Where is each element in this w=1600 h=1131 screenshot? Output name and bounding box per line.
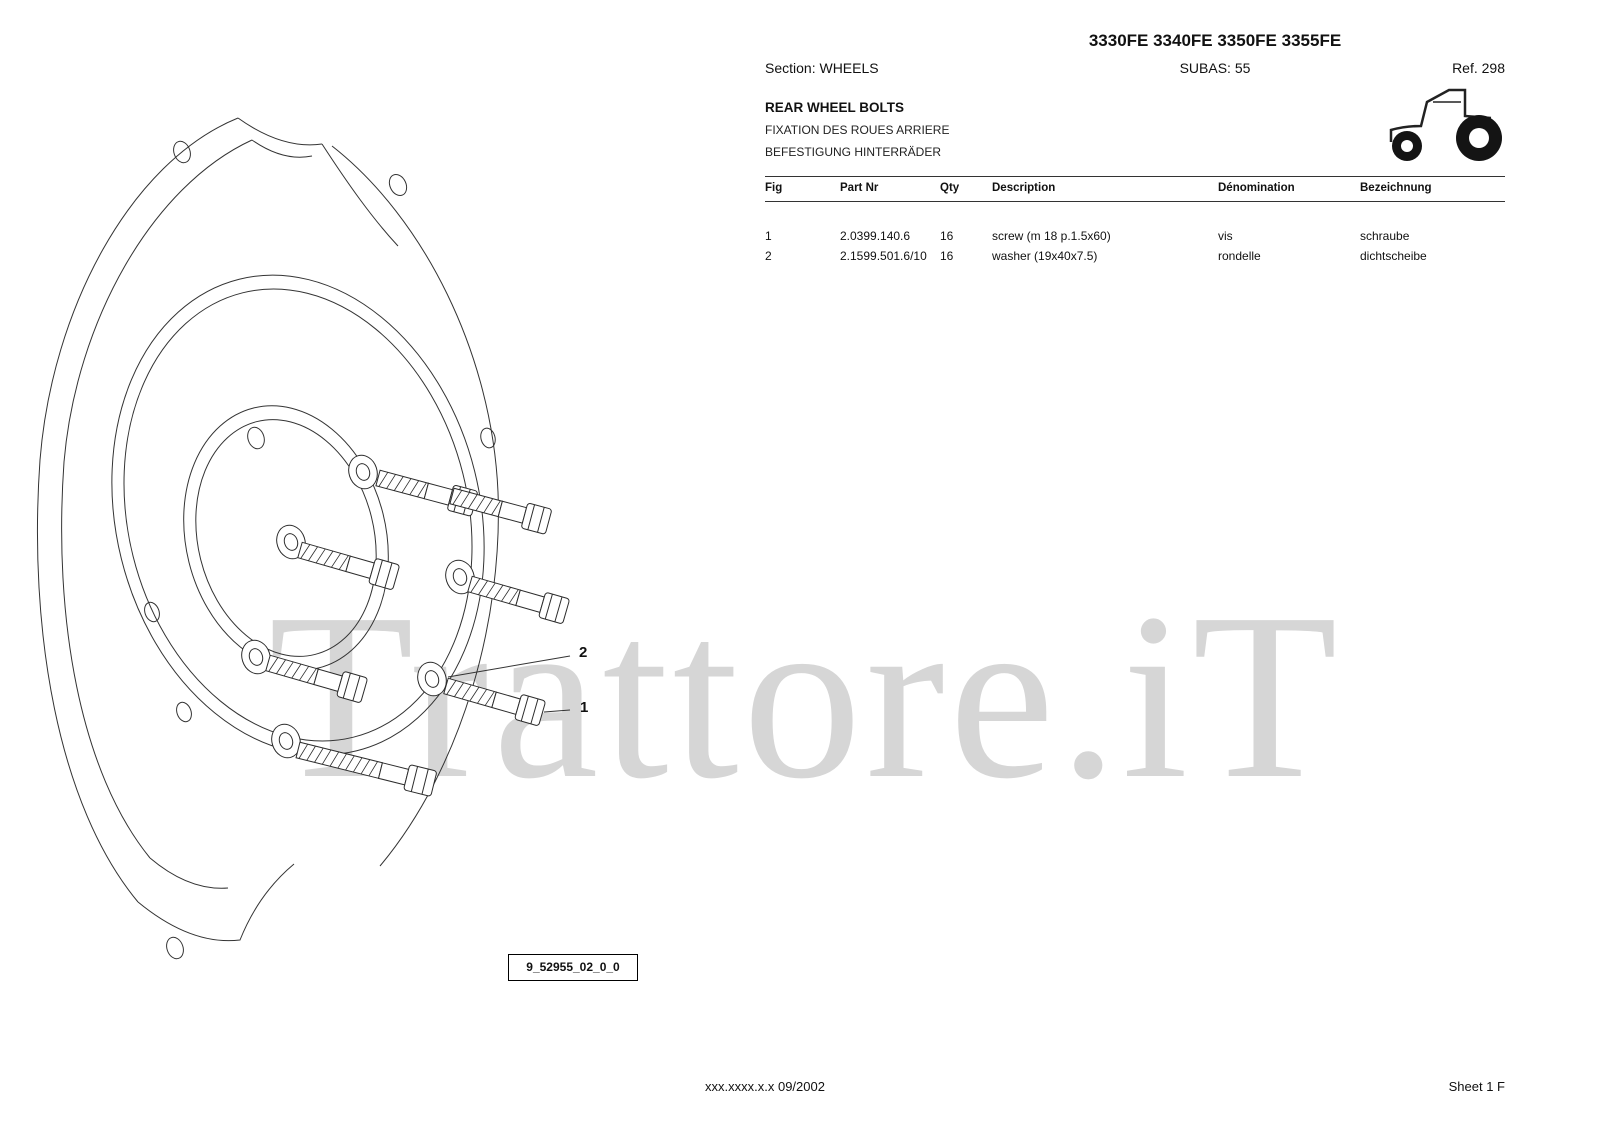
spacer-row <box>765 202 1505 226</box>
page-title-french: FIXATION DES ROUES ARRIERE <box>765 123 950 137</box>
parts-table: Fig Part Nr Qty Description Dénomination… <box>765 176 1505 266</box>
header-meta-row: Section: WHEELS SUBAS: 55 Ref. 298 <box>765 60 1505 78</box>
subas-label: SUBAS: 55 <box>1179 60 1251 76</box>
cell-qty: 16 <box>940 228 954 243</box>
col-header-fig: Fig <box>765 176 840 202</box>
table-row: 1 2.0399.140.6 16 screw (m 18 p.1.5x60) … <box>765 226 1505 246</box>
ref-label: Ref. 298 <box>1452 60 1505 76</box>
page-title-german: BEFESTIGUNG HINTERRÄDER <box>765 145 942 159</box>
page-title: REAR WHEEL BOLTS <box>765 100 905 115</box>
screws-item-1 <box>263 464 571 797</box>
callout-label-1: 1 <box>580 699 589 716</box>
watermark-text: Trattore.iT <box>268 565 1342 828</box>
cell-fig: 2 <box>765 248 772 263</box>
callout-leader-lines <box>447 655 571 713</box>
cell-part-nr: 2.0399.140.6 <box>840 228 911 243</box>
cell-description: washer (19x40x7.5) <box>992 248 1098 263</box>
tractor-icon <box>1389 88 1502 161</box>
rear-wheel-bolts-diagram <box>36 117 571 960</box>
table-row: 2 2.1599.501.6/10 16 washer (19x40x7.5) … <box>765 246 1505 266</box>
drawing-code-box: 9_52955_02_0_0 <box>508 954 638 981</box>
cell-description: screw (m 18 p.1.5x60) <box>992 228 1111 243</box>
callout-label-2: 2 <box>579 644 588 661</box>
col-header-description: Description <box>992 176 1218 202</box>
section-label: Section: WHEELS <box>765 60 879 76</box>
cell-bezeichnung: dichtscheibe <box>1360 248 1427 263</box>
cell-qty: 16 <box>940 248 954 263</box>
parts-table-header-row: Fig Part Nr Qty Description Dénomination… <box>765 176 1505 202</box>
model-numbers-title: 3330FE 3340FE 3350FE 3355FE <box>1088 31 1342 50</box>
cell-denomination: rondelle <box>1218 248 1261 263</box>
cell-bezeichnung: schraube <box>1360 228 1410 243</box>
wheel-disc-outline <box>36 117 499 960</box>
col-header-bezeichnung: Bezeichnung <box>1360 176 1505 202</box>
footer-doc-code: xxx.xxxx.x.x 09/2002 <box>705 1079 825 1094</box>
cell-denomination: vis <box>1218 228 1233 243</box>
col-header-qty: Qty <box>940 176 992 202</box>
col-header-denomination: Dénomination <box>1218 176 1360 202</box>
col-header-part-nr: Part Nr <box>840 176 940 202</box>
footer-sheet-number: Sheet 1 F <box>1448 1079 1505 1094</box>
cell-part-nr: 2.1599.501.6/10 <box>840 248 927 263</box>
cell-fig: 1 <box>765 228 772 243</box>
